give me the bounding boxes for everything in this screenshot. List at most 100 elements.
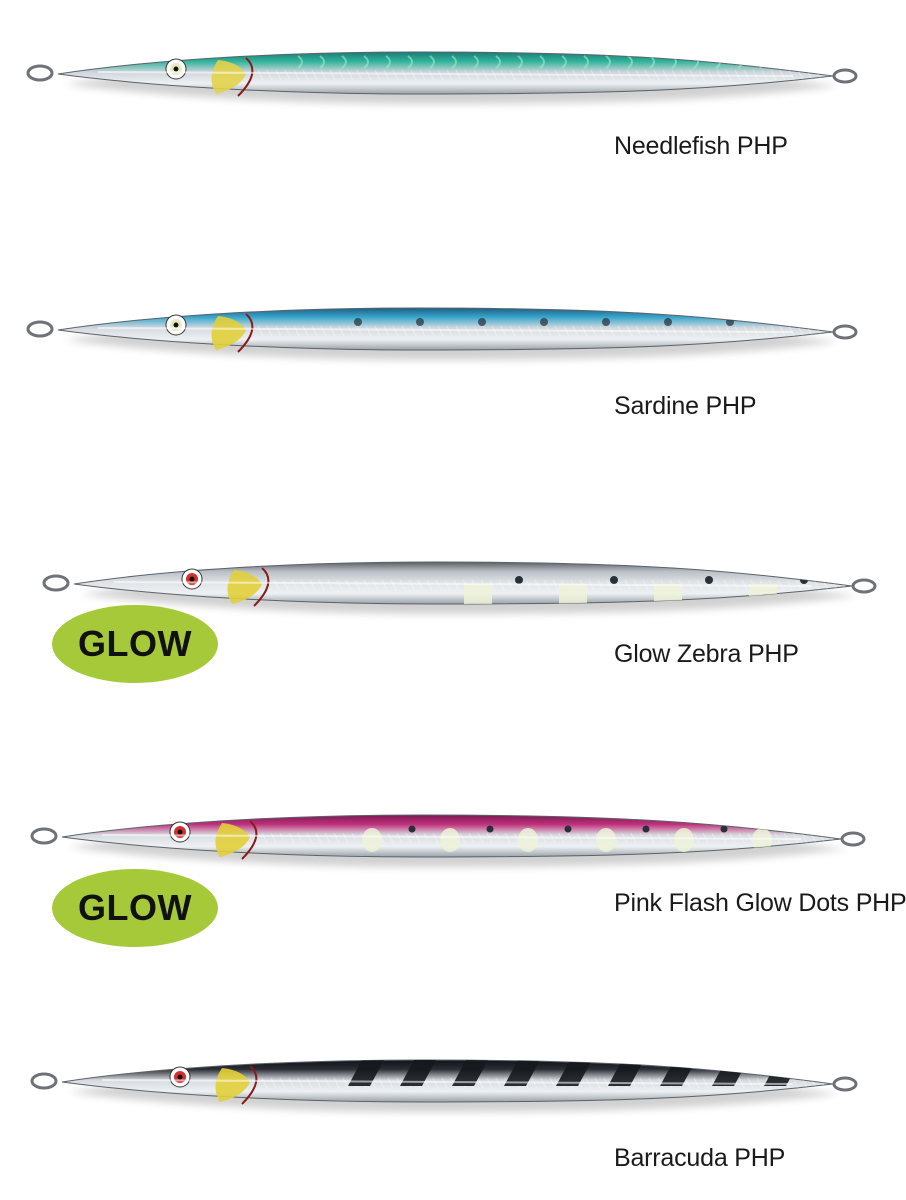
scale-mark: [320, 69, 327, 81]
scale-mark: [801, 832, 808, 844]
body-highlight: [97, 327, 794, 333]
scale-mark: [270, 832, 277, 844]
scale-mark: [257, 69, 264, 81]
scale-stripe: [583, 55, 589, 69]
eye-pupil: [189, 576, 195, 582]
scale-mark: [315, 832, 322, 844]
spot: [416, 318, 424, 326]
scale-mark: [293, 325, 300, 337]
scale-mark: [813, 579, 820, 591]
glow-dot: [596, 828, 616, 852]
spot: [602, 318, 610, 326]
scale-mark: [428, 325, 435, 337]
dark-bar: [608, 1060, 644, 1086]
split-ring-front: [42, 574, 70, 592]
split-ring-front: [30, 827, 58, 845]
scale-mark: [392, 325, 399, 337]
scale-mark: [419, 325, 426, 337]
split-ring-rear: [832, 68, 858, 84]
spot: [486, 825, 494, 833]
spot: [478, 318, 486, 326]
spot: [610, 576, 618, 584]
glow-bar: [559, 584, 587, 604]
scale-mark: [266, 325, 273, 337]
glow-badge-label: GLOW: [78, 887, 192, 928]
eye-pupil: [177, 829, 183, 835]
scale-mark: [437, 69, 444, 81]
spot: [798, 825, 806, 833]
scale-stripe: [495, 55, 501, 69]
gill-plate: [211, 316, 246, 350]
scale-mark: [297, 832, 304, 844]
scale-stripe: [759, 55, 765, 69]
scale-mark: [300, 579, 307, 591]
scale-stripe: [407, 55, 413, 69]
scale-mark: [282, 579, 289, 591]
split-ring-front: [26, 64, 54, 82]
scale-mark: [266, 69, 273, 81]
eye-pupil: [173, 322, 179, 328]
spot: [642, 825, 650, 833]
scale-stripe: [539, 55, 545, 69]
gill-line: [241, 820, 258, 860]
scale-mark: [401, 69, 408, 81]
split-ring-front: [30, 1072, 58, 1090]
lure-label-needlefish: Needlefish PHP: [614, 132, 788, 160]
body-highlight: [97, 71, 794, 77]
scale-mark: [399, 579, 406, 591]
lure-label-sardine: Sardine PHP: [614, 392, 757, 420]
scale-mark: [797, 325, 804, 337]
body-highlight: [101, 834, 802, 840]
lure-image-glow-zebra: [0, 544, 906, 624]
lure-image-barracuda: [0, 1042, 906, 1122]
lure-image-needlefish: [0, 34, 906, 114]
scale-mark: [257, 325, 264, 337]
scale-mark: [273, 579, 280, 591]
pink-flash-glow-dots-jig-illustration: [30, 814, 866, 867]
scale-mark: [279, 832, 286, 844]
dark-bar: [400, 1060, 436, 1086]
scale-mark: [275, 325, 282, 337]
split-ring-front: [26, 320, 54, 338]
scale-mark: [275, 69, 282, 81]
dark-bar: [452, 1060, 488, 1086]
scale-mark: [381, 579, 388, 591]
glow-dot: [362, 828, 382, 852]
spot: [664, 318, 672, 326]
scale-mark: [306, 832, 313, 844]
scale-mark: [792, 1077, 799, 1089]
split-ring-rear: [832, 324, 858, 340]
scale-mark: [284, 69, 291, 81]
needlefish-jig-illustration: [26, 51, 858, 104]
scale-mark: [428, 69, 435, 81]
scale-mark: [405, 832, 412, 844]
scale-mark: [342, 832, 349, 844]
scale-stripe: [605, 55, 611, 69]
scale-stripe: [473, 55, 479, 69]
scale-mark: [351, 832, 358, 844]
spot: [564, 825, 572, 833]
body-highlight: [101, 1079, 794, 1085]
scale-mark: [336, 579, 343, 591]
scale-mark: [347, 69, 354, 81]
scale-mark: [356, 69, 363, 81]
scale-mark: [383, 69, 390, 81]
scale-mark: [327, 579, 334, 591]
scale-mark: [387, 832, 394, 844]
scale-stripe: [517, 55, 523, 69]
scale-mark: [309, 579, 316, 591]
glow-bar: [464, 584, 492, 604]
glow-dot: [752, 828, 772, 852]
dark-bar: [348, 1060, 384, 1086]
gill-plate: [215, 823, 250, 857]
scale-mark: [437, 325, 444, 337]
scale-mark: [284, 325, 291, 337]
scale-stripe: [627, 55, 633, 69]
spot: [705, 576, 713, 584]
scale-mark: [291, 579, 298, 591]
gill-plate: [211, 60, 246, 94]
scale-mark: [396, 832, 403, 844]
scale-mark: [302, 325, 309, 337]
scale-mark: [441, 1077, 448, 1089]
scale-mark: [387, 1077, 394, 1089]
